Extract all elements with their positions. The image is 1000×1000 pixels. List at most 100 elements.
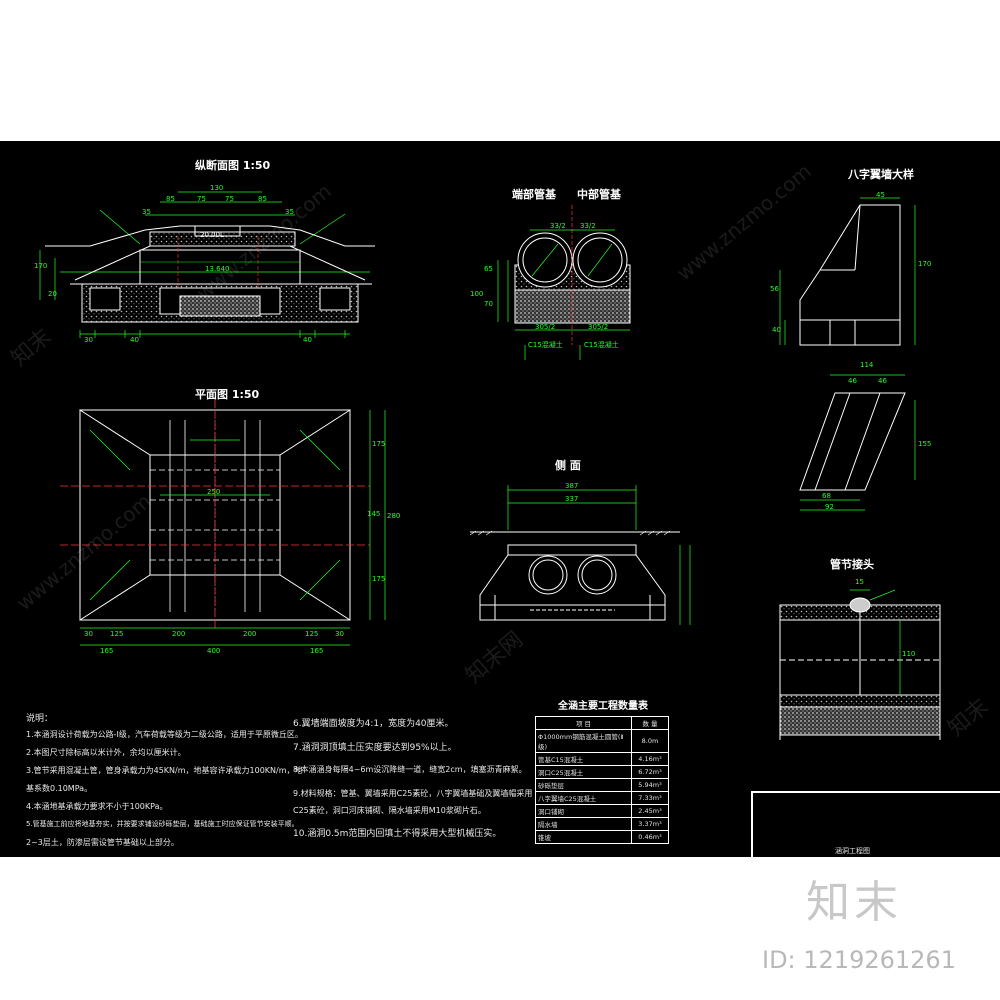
note-line: 基系数0.10MPa。 [26, 784, 93, 793]
table-cell: 0.46m³ [631, 830, 669, 844]
dim-label: 200 [172, 630, 186, 638]
dim-label: 40 [303, 336, 312, 344]
drawing-sheet [0, 141, 1000, 857]
table-cell: 隔水墙 [535, 817, 632, 831]
table-cell: Φ1000mm钢筋混凝土圆管(Ⅱ级) [535, 729, 632, 753]
dim-label: 30 [335, 630, 344, 638]
note-line: 4.本涵地基承载力要求不小于100KPa。 [26, 802, 168, 811]
table-cell: 项 目 [535, 716, 632, 730]
note-line: 8.本涵涵身每隔4~6m设沉降缝一道，缝宽2cm，填塞沥青麻絮。 [293, 765, 527, 774]
dim-label: 30 [84, 630, 93, 638]
table-cell: 管基C15混凝土 [535, 752, 632, 766]
table-cell: 洞口C25混凝土 [535, 765, 632, 779]
dim-label: 305/2 [535, 323, 556, 331]
dim-label: 20 [48, 290, 57, 298]
mid-pipe-title: 中部管基 [577, 188, 621, 201]
table-cell: 砂砾垫层 [535, 778, 632, 792]
dim-label: 65 [484, 265, 493, 273]
table-cell: 4.16m³ [631, 752, 669, 766]
note-line: 2.本图尺寸除标高以米计外，余均以厘米计。 [26, 748, 186, 757]
longitudinal-title: 纵断面图 1:50 [195, 159, 271, 172]
dim-label: 165 [310, 647, 324, 655]
dim-label: 33/2 [550, 222, 566, 230]
dim-label: 130 [210, 184, 224, 192]
dim-label: 200 [243, 630, 257, 638]
table-row: Φ1000mm钢筋混凝土圆管(Ⅱ级)8.0m [535, 729, 669, 753]
frame-title: 涵洞工程图 [835, 847, 870, 855]
plan-view [60, 400, 386, 646]
dim-label: 114 [860, 361, 874, 369]
title-block-frame [751, 791, 1000, 857]
plan-title: 平面图 1:50 [195, 388, 260, 401]
table-cell: 7.33m³ [631, 791, 669, 805]
dim-label: 165 [100, 647, 114, 655]
dim-label: 125 [305, 630, 319, 638]
dim-label: 75 [197, 195, 206, 203]
dim-label: 35 [285, 208, 294, 216]
wing-wall-title: 八字翼墙大样 [848, 168, 914, 181]
dim-label: 125 [110, 630, 124, 638]
dim-label: 145 [367, 510, 381, 518]
table-cell: 6.72m³ [631, 765, 669, 779]
dim-label: 75 [225, 195, 234, 203]
dim-label: 33/2 [580, 222, 596, 230]
dim-label: 170 [34, 262, 48, 270]
longitudinal-section [39, 191, 375, 338]
note-line: 2~3层土，防渗层需设管节基础以上部分。 [26, 838, 179, 847]
resource-id: ID: 1219261261 [762, 946, 956, 974]
dim-label: 20.00L [200, 231, 224, 239]
note-line: 5.管基施工前应将地基夯实，并按要求铺设砂砾垫层，基础施工时应保证管节安装平顺。 [26, 820, 299, 828]
qty-table-title: 全涵主要工程数量表 [558, 701, 648, 712]
dim-label: 170 [918, 260, 932, 268]
note-line: 3.管节采用混凝土管，管身承载力为45KN/m，地基容许承载力100KN/m，地 [26, 766, 303, 775]
dim-label: 400 [207, 647, 221, 655]
dim-label: 175 [372, 575, 386, 583]
dim-label: 35 [142, 208, 151, 216]
note-line: C25素砼，洞口河床铺砌、隔水墙采用M10浆砌片石。 [293, 806, 486, 815]
table-cell: 洞口铺砌 [535, 804, 632, 818]
dim-label: 30 [84, 336, 93, 344]
pipe-joint-title: 管节接头 [830, 558, 874, 571]
dim-label: 280 [387, 512, 401, 520]
dim-label: 15 [855, 578, 864, 586]
table-cell: 3.37m³ [631, 817, 669, 831]
pipe-joint-detail [779, 589, 941, 740]
note-line: 6.翼墙端面坡度为4:1，宽度为40厘米。 [293, 719, 454, 729]
brand-logo: 知末 [806, 877, 902, 928]
end-pipe-title: 端部管基 [512, 188, 556, 201]
dim-label: 175 [372, 440, 386, 448]
dim-label: 155 [918, 440, 932, 448]
dim-label: 45 [876, 191, 885, 199]
table-cell: 八字翼墙C25混凝土 [535, 791, 632, 805]
table-cell: 数 量 [631, 716, 669, 730]
pipe-base-sections [497, 205, 631, 360]
dim-label: 46 [878, 377, 887, 385]
dim-label: 92 [825, 503, 834, 511]
note-line: 7.涵洞洞顶填土压实度要达到95%以上。 [293, 743, 457, 753]
table-cell: 2.45m³ [631, 804, 669, 818]
dim-label: 85 [166, 195, 175, 203]
dim-label: 13.640 [205, 265, 230, 273]
notes-heading: 说明： [26, 714, 54, 724]
dim-label: 110 [902, 650, 916, 658]
dim-label: 56 [770, 285, 779, 293]
note-line: 9.材料规格：管基、翼墙采用C25素砼，八字翼墙基础及翼墙帽采用 [293, 789, 533, 798]
dim-label: 40 [130, 336, 139, 344]
side-view [469, 485, 691, 625]
side-title: 侧 面 [555, 459, 581, 472]
note-line: 1.本涵洞设计荷载为公路-Ⅰ级，汽车荷载等级为二级公路，适用于平原微丘区。 [26, 730, 303, 739]
table-cell: 5.94m³ [631, 778, 669, 792]
dim-label: 70 [484, 300, 493, 308]
dim-label: 46 [848, 377, 857, 385]
dim-label: 100 [470, 290, 484, 298]
dim-label: 68 [822, 492, 831, 500]
wing-wall-detail [779, 197, 916, 511]
table-header-row: 项 目 数 量 [535, 716, 669, 730]
